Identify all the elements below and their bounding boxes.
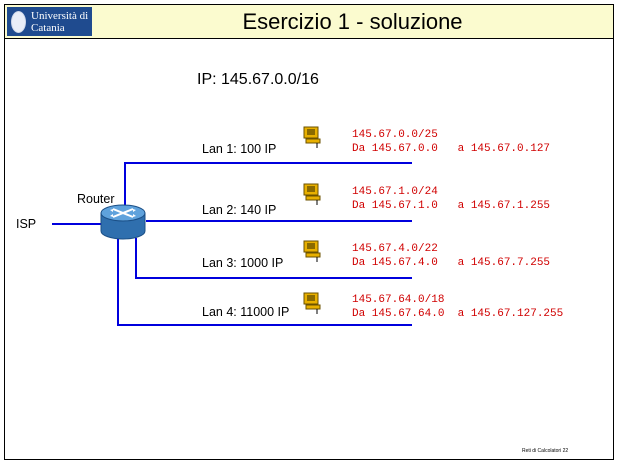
pc-icon <box>303 240 321 262</box>
university-logo: Università di Catania <box>7 7 92 36</box>
pc-icon <box>303 126 321 148</box>
slide-footer: Reti di Calcolatori 22 <box>522 448 569 454</box>
lan-network: 145.67.64.0/18 <box>352 294 445 306</box>
seal-icon <box>11 10 27 33</box>
pc-icon <box>303 292 321 314</box>
main-network-address: IP: 145.67.0.0/16 <box>197 71 319 88</box>
lan-label: Lan 1: 100 IP <box>202 142 277 156</box>
router-label: Router <box>77 192 115 206</box>
slide-header: Università di Catania Esercizio 1 - solu… <box>5 5 613 39</box>
lan-network: 145.67.1.0/24 <box>352 186 438 198</box>
lan-label: Lan 2: 140 IP <box>202 203 277 217</box>
lan3-link <box>135 238 412 279</box>
university-name: Università di Catania <box>31 9 89 34</box>
lan-range: Da 145.67.0.0 a 145.67.0.127 <box>352 143 551 155</box>
pc-icon <box>303 183 321 205</box>
lan-range: Da 145.67.1.0 a 145.67.1.255 <box>352 200 551 212</box>
isp-label: ISP <box>16 217 37 231</box>
lan1-link <box>124 162 412 209</box>
lan-network: 145.67.4.0/22 <box>352 243 438 255</box>
lan-label: Lan 3: 1000 IP <box>202 256 284 270</box>
lan4-link <box>117 238 412 326</box>
lan-range: Da 145.67.64.0 a 145.67.127.255 <box>352 308 564 320</box>
lan-label: Lan 4: 11000 IP <box>202 305 290 319</box>
router-icon <box>100 204 146 240</box>
slide-title: Esercizio 1 - soluzione <box>242 9 463 34</box>
lan-network: 145.67.0.0/25 <box>352 129 438 141</box>
lan-range: Da 145.67.4.0 a 145.67.7.255 <box>352 257 551 269</box>
